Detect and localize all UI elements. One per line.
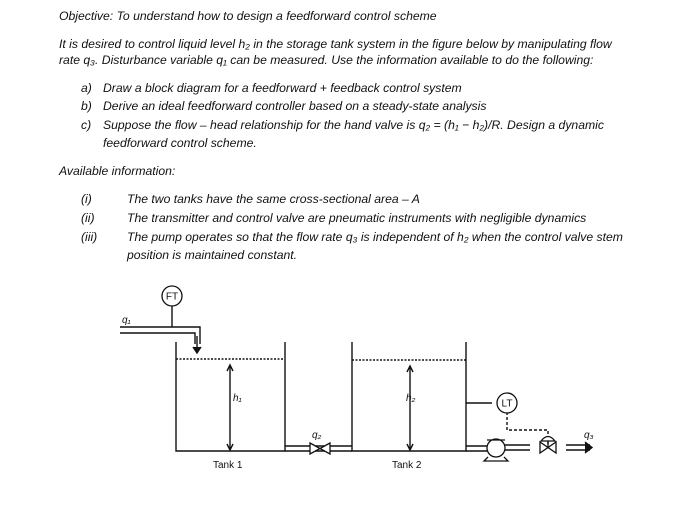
task-b-marker: b) [81, 99, 92, 113]
lt-label: LT [502, 399, 513, 410]
tank-2-label: Tank 2 [392, 460, 422, 471]
task-a-marker: a) [81, 81, 92, 95]
h2-label: h₂ [406, 393, 416, 404]
h1-label: h₁ [233, 393, 242, 404]
task-c-continued: feedforward control scheme. [103, 136, 257, 150]
available-heading: Available information: [59, 164, 176, 178]
tank-1-wall [175, 342, 286, 452]
hand-valve [309, 441, 331, 456]
ft-label: FT [166, 292, 178, 303]
intro-line-2: rate q₃. Disturbance variable q₁ can be … [59, 53, 594, 67]
task-c-marker: c) [81, 118, 92, 132]
info-ii-marker: (ii) [81, 211, 95, 225]
info-iii-text: The pump operates so that the flow rate … [127, 230, 623, 244]
info-iii-continued: position is maintained constant. [127, 248, 298, 262]
intro-line-1: It is desired to control liquid level h₂… [59, 37, 612, 51]
control-valve-icon [539, 435, 557, 455]
tank-2-wall [351, 342, 467, 452]
pump-icon [482, 438, 510, 462]
q1-label: q₁ [122, 315, 131, 326]
q3-label: q₃ [584, 430, 594, 441]
inlet-pipe [120, 326, 201, 344]
q2-label: q₂ [312, 430, 322, 441]
objective-line: Objective: To understand how to design a… [59, 9, 437, 23]
lt-transmitter: LT [496, 392, 518, 414]
tank-1-label: Tank 1 [213, 460, 243, 471]
info-i-text: The two tanks have the same cross-sectio… [127, 192, 420, 206]
ft-transmitter: FT [161, 285, 183, 307]
task-c-text: Suppose the flow – head relationship for… [103, 118, 604, 132]
task-b-text: Derive an ideal feedforward controller b… [103, 99, 487, 113]
info-i-marker: (i) [81, 192, 92, 206]
info-ii-text: The transmitter and control valve are pn… [127, 211, 587, 225]
info-iii-marker: (iii) [81, 230, 98, 244]
task-a-text: Draw a block diagram for a feedforward +… [103, 81, 462, 95]
